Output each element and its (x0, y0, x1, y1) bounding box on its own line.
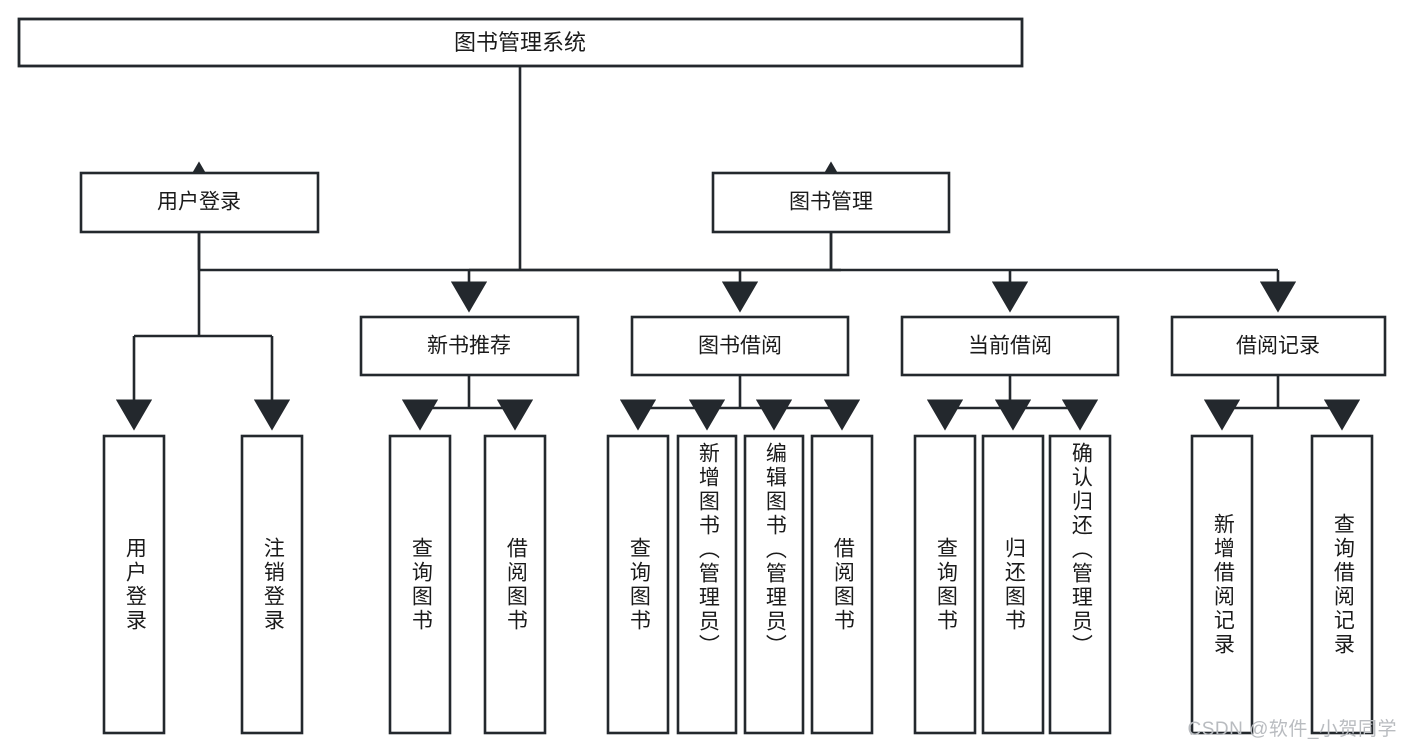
connector-group-borrow-record-children (1203, 375, 1361, 431)
node-user-login-box[interactable] (79, 171, 320, 234)
node-book-management-label: 图书管理 (789, 191, 873, 214)
leaf-boxes-new-book-recommend (388, 434, 547, 735)
node-root-box[interactable] (17, 17, 1024, 68)
node-book-management[interactable]: 图书管理 (711, 171, 951, 234)
leaf-logout-login-box[interactable] (240, 434, 304, 735)
connector-group-new-book-recommend-children (401, 375, 534, 431)
connector-group-book-management-children (450, 232, 1297, 313)
node-new-book-recommend-label: 新书推荐 (427, 335, 511, 358)
leaf-confirm-return-admin-box[interactable] (1048, 434, 1112, 735)
leaf-edit-book-admin-box[interactable] (743, 434, 805, 735)
node-book-borrow-label: 图书借阅 (698, 335, 782, 358)
connector-group-book-borrow-children (619, 375, 861, 431)
node-borrow-record-box[interactable] (1170, 315, 1387, 377)
leaf-borrow-book-1-box[interactable] (483, 434, 547, 735)
leaf-query-book-2-box[interactable] (606, 434, 670, 735)
watermark: CSDN @软件_小贺同学 (1187, 719, 1397, 740)
leaf-add-book-admin-box[interactable] (676, 434, 738, 735)
leaf-boxes-current-borrow (913, 434, 1112, 735)
leaf-add-borrow-record-box[interactable] (1190, 434, 1254, 735)
node-user-login-label: 用户登录 (157, 191, 241, 214)
leaf-query-book-3-box[interactable] (913, 434, 977, 735)
node-current-borrow-label: 当前借阅 (968, 335, 1052, 358)
node-borrow-record-label: 借阅记录 (1236, 335, 1320, 358)
node-current-borrow-box[interactable] (900, 315, 1120, 377)
leaf-query-book-1-box[interactable] (388, 434, 452, 735)
leaf-boxes-book-borrow (606, 434, 874, 735)
node-new-book-recommend[interactable]: 新书推荐 (359, 315, 580, 377)
leaf-return-book-box[interactable] (981, 434, 1045, 735)
node-new-book-recommend-box[interactable] (359, 315, 580, 377)
leaf-borrow-book-2-box[interactable] (810, 434, 874, 735)
node-book-management-box[interactable] (711, 171, 951, 234)
leaf-user-login-box[interactable] (102, 434, 166, 735)
node-root-label: 图书管理系统 (454, 30, 586, 55)
node-user-login[interactable]: 用户登录 (79, 171, 320, 234)
connector-group-current-borrow-children (926, 375, 1099, 431)
connector-group-user-login-children (115, 232, 291, 431)
node-book-borrow-box[interactable] (630, 315, 850, 377)
node-book-borrow[interactable]: 图书借阅 (630, 315, 850, 377)
node-current-borrow[interactable]: 当前借阅 (900, 315, 1120, 377)
leaf-boxes-borrow-record (1190, 434, 1374, 735)
leaf-query-borrow-record-box[interactable] (1310, 434, 1374, 735)
connector-group-root-to-level2 (180, 66, 850, 272)
node-borrow-record[interactable]: 借阅记录 (1170, 315, 1387, 377)
leaf-boxes-user-login (102, 434, 304, 735)
node-root[interactable]: 图书管理系统 (17, 17, 1024, 68)
